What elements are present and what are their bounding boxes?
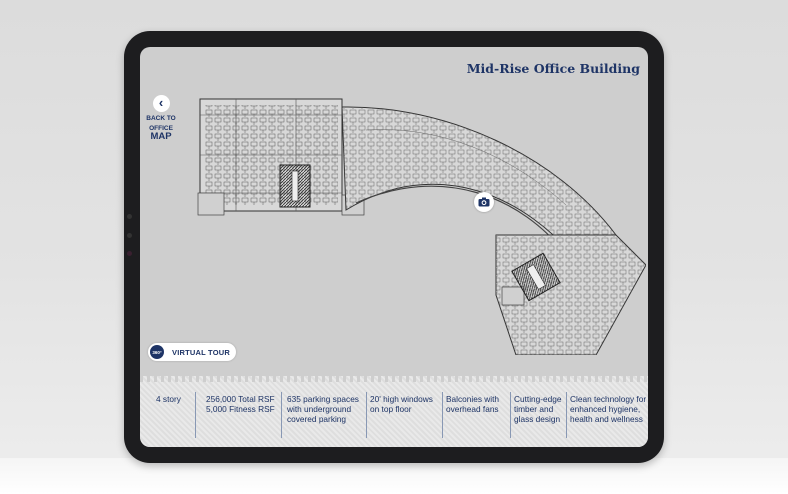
core-elevator-north: [291, 170, 299, 202]
feature-line: Cutting-edge: [514, 394, 562, 404]
app-screen: Mid-Rise Office Building ‹ BACK TO OFFIC…: [140, 47, 648, 447]
feature-divider: [366, 392, 367, 438]
virtual-tour-button[interactable]: 360° VIRTUAL TOUR: [148, 343, 236, 361]
chevron-left-icon[interactable]: ‹: [152, 95, 170, 112]
feature-line: 5,000 Fitness RSF: [206, 404, 275, 414]
core-stairs-south: [511, 252, 561, 302]
tablet-device: Mid-Rise Office Building ‹ BACK TO OFFIC…: [124, 31, 664, 463]
feature-line: health and wellness: [570, 414, 643, 424]
floor-plan-map[interactable]: [196, 85, 646, 355]
360-icon: 360°: [150, 345, 164, 359]
feature-line: 635 parking spaces: [287, 394, 359, 404]
feature-divider: [281, 392, 282, 438]
feature-item: Balconies with overhead fans: [446, 394, 499, 414]
feature-line: glass design: [514, 414, 561, 424]
feature-line: covered parking: [287, 414, 347, 424]
feature-line: on top floor: [370, 404, 412, 414]
back-label-line3: MAP: [150, 131, 172, 142]
tablet-sensor: [127, 214, 132, 219]
feature-line: 20' high windows: [370, 394, 433, 404]
desk-surface: [0, 458, 788, 494]
feature-line: 256,000 Total RSF: [206, 394, 275, 404]
page-title: Mid-Rise Office Building: [466, 61, 640, 76]
floor-plan-south-wing: [495, 234, 646, 355]
features-bar: 4 story 256,000 Total RSF 5,000 Fitness …: [140, 376, 648, 447]
feature-item: Clean technology for enhanced hygiene, h…: [570, 394, 646, 424]
camera-icon[interactable]: [474, 192, 494, 212]
feature-line: timber and: [514, 404, 554, 414]
feature-item: 20' high windows on top floor: [370, 394, 433, 414]
feature-item: 4 story: [156, 394, 181, 404]
back-label-line1: BACK TO: [146, 115, 176, 122]
feature-item: 635 parking spaces with underground cove…: [287, 394, 359, 424]
feature-line: Balconies with: [446, 394, 500, 404]
feature-divider: [510, 392, 511, 438]
tablet-camera: [127, 251, 132, 256]
feature-line: Clean technology for: [570, 394, 647, 404]
virtual-tour-label: VIRTUAL TOUR: [172, 347, 230, 357]
feature-line: with underground: [287, 404, 352, 414]
camera-hotspot-button[interactable]: [474, 192, 494, 212]
feature-line: 4 story: [156, 394, 181, 404]
feature-line: enhanced hygiene,: [570, 404, 641, 414]
feature-item: 256,000 Total RSF 5,000 Fitness RSF: [206, 394, 275, 414]
feature-divider: [566, 392, 567, 438]
feature-item: Cutting-edge timber and glass design: [514, 394, 562, 424]
back-to-office-map-button[interactable]: ‹ BACK TO OFFICE MAP: [146, 95, 176, 142]
feature-divider: [195, 392, 196, 438]
tablet-sensor: [127, 233, 132, 238]
feature-line: overhead fans: [446, 404, 499, 414]
feature-divider: [442, 392, 443, 438]
back-label-line2: OFFICE: [149, 125, 173, 132]
